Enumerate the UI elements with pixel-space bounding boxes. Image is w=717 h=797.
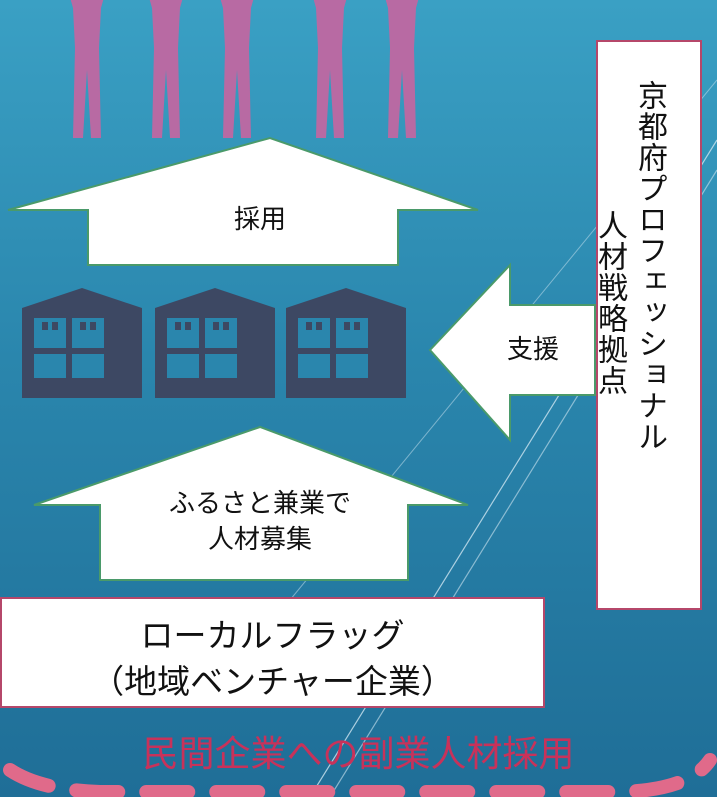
arrow-bottom-label-line2: 人材募集: [207, 525, 312, 555]
arrow-support-label: 支援: [506, 335, 559, 365]
local-flag-title: ローカルフラッグ: [140, 616, 405, 655]
prefecture-center-title: 京都府プロフェッショナル: [632, 80, 667, 452]
local-flag-subtitle: （地域ベンチャー企業）: [91, 662, 454, 701]
local-flag-box: ローカルフラッグ （地域ベンチャー企業）: [0, 597, 545, 708]
prefecture-center-box: [596, 40, 702, 610]
footer-title: 民間企業への副業人材採用: [142, 734, 575, 775]
prefecture-center-subtitle: 人材戦略拠点: [592, 210, 627, 396]
arrow-bottom-label-line1: ふるさと兼業で: [168, 489, 351, 519]
arrow-top-label: 採用: [233, 205, 286, 235]
arrow-bottom-label: ふるさと兼業で 人材募集: [110, 486, 410, 558]
